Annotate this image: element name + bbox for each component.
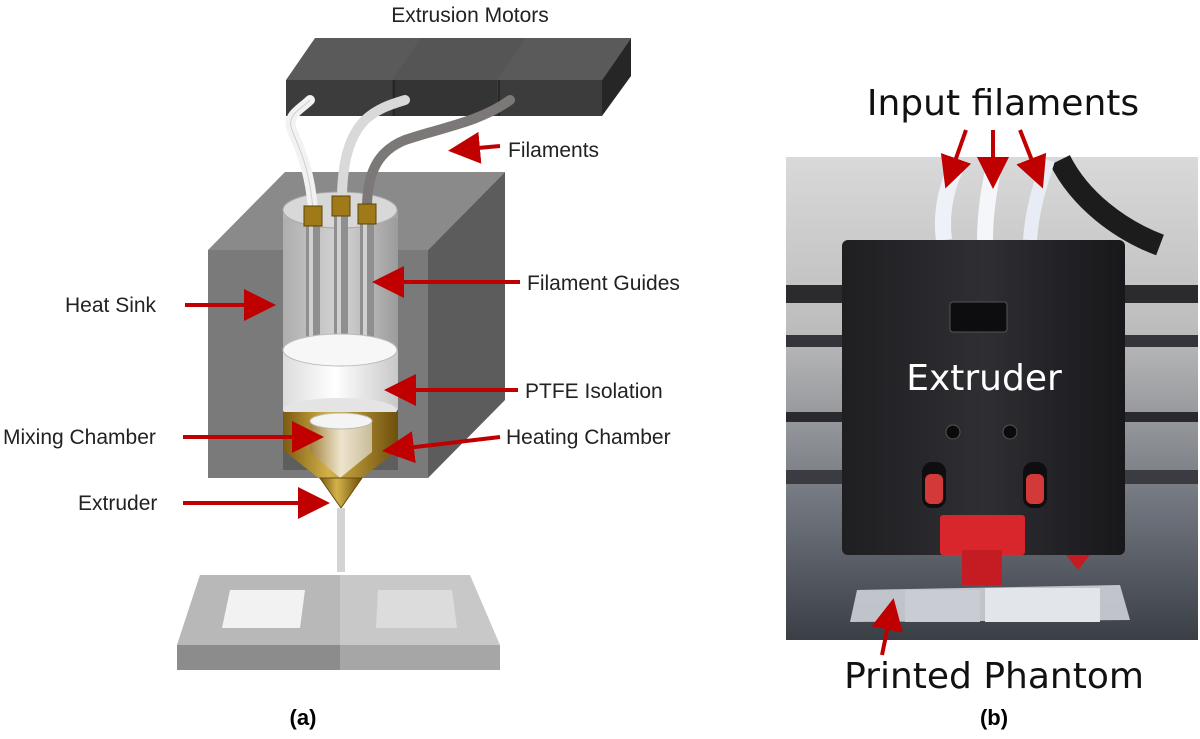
filaments xyxy=(285,95,515,215)
panel-b-arrows xyxy=(871,129,1047,656)
label-filament-guides: Filament Guides xyxy=(527,272,680,295)
label-printed-phantom: Printed Phantom xyxy=(844,656,1144,697)
photo-extruder xyxy=(786,154,1198,640)
label-heat-sink: Heat Sink xyxy=(65,294,157,317)
label-mixing-chamber: Mixing Chamber xyxy=(3,426,156,449)
label-extruder-a: Extruder xyxy=(78,492,157,515)
panel-a-arrows xyxy=(183,131,520,519)
print-bed xyxy=(177,575,500,670)
filament-guide-rods xyxy=(303,195,377,363)
label-extruder-b: Extruder xyxy=(906,358,1062,399)
panel-b: Input filaments xyxy=(786,83,1198,730)
label-input-filaments: Input filaments xyxy=(867,83,1139,124)
ptfe-isolation-part xyxy=(282,333,398,422)
caption-b: (b) xyxy=(980,705,1008,730)
panel-a: Extrusion Motors Filaments Filament Guid… xyxy=(3,4,680,730)
caption-a: (a) xyxy=(290,705,317,730)
nozzle xyxy=(319,477,363,572)
label-filaments: Filaments xyxy=(508,139,599,162)
label-heating-chamber: Heating Chamber xyxy=(506,426,671,449)
extrusion-motors xyxy=(286,38,631,116)
label-ptfe-isolation: PTFE Isolation xyxy=(525,380,663,403)
label-extrusion-motors: Extrusion Motors xyxy=(391,4,549,27)
